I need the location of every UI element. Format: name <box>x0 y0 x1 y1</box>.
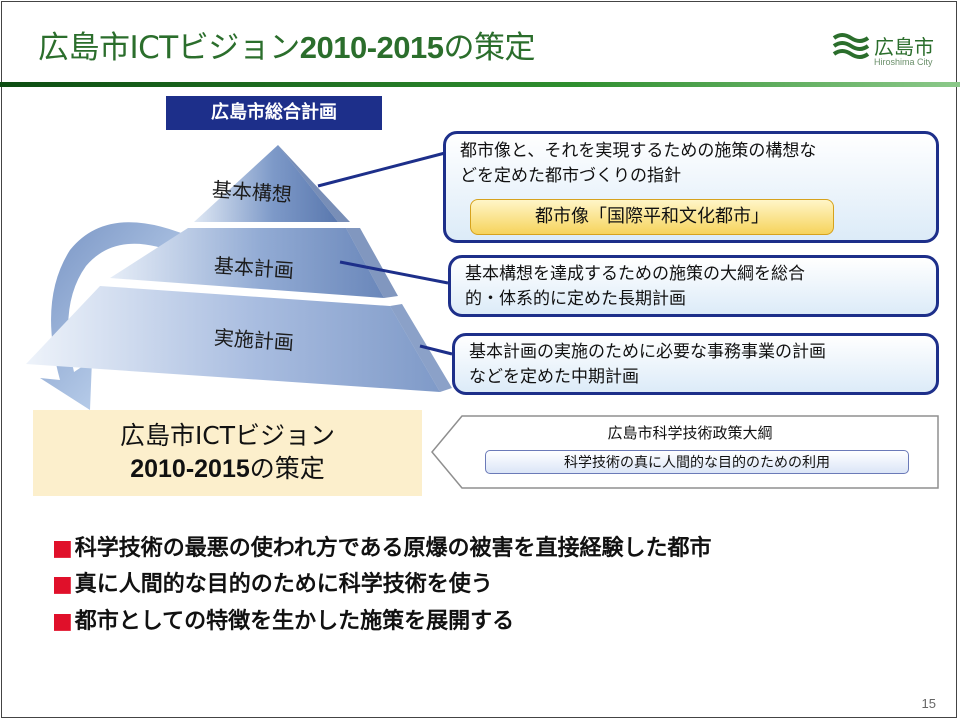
pyramid-tier-basic-concept <box>194 145 338 222</box>
bullet-text: 科学技術の最悪の使われ方である原爆の被害を直接経験した都市 <box>74 536 712 561</box>
callout-impl-line2: などを定めた中期計画 <box>469 367 639 387</box>
bullet-square-icon: ■ <box>52 572 73 597</box>
curved-arrow-icon <box>40 222 198 410</box>
callout-plan-line1: 基本構想を達成するための施策の大綱を総合 <box>465 264 805 284</box>
tier-label-concept: 基本構想 <box>211 177 293 207</box>
bullet-item: ■都市としての特徴を生かした施策を展開する <box>52 603 514 635</box>
callout-plan-line2: 的・体系的に定めた長期計画 <box>465 289 686 309</box>
science-policy-subtitle: 科学技術の真に人間的な目的のための利用 <box>485 450 909 474</box>
vision-line1: 広島市ICTビジョン <box>119 421 336 450</box>
title-years: 2010-2015 <box>299 30 444 65</box>
tier-label-implementation: 実施計画 <box>213 325 295 355</box>
ict-vision-box: 広島市ICTビジョン 2010-2015の策定 <box>33 410 422 496</box>
tier-label-plan: 基本計画 <box>213 253 295 283</box>
logo-subtitle: Hiroshima City <box>874 57 933 67</box>
bullet-item: ■真に人間的な目的のために科学技術を使う <box>52 566 493 598</box>
title-prefix: 広島市ICTビジョン <box>38 30 300 66</box>
city-image-highlight: 都市像「国際平和文化都市」 <box>470 199 834 235</box>
page-title: 広島市ICTビジョン2010-2015の策定 <box>38 22 535 67</box>
pointer-line-concept <box>317 151 446 188</box>
vision-line2: 2010-2015の策定 <box>33 452 422 486</box>
bullet-square-icon: ■ <box>52 609 73 634</box>
vision-years: 2010-2015 <box>130 455 250 483</box>
waves-icon <box>832 33 870 59</box>
callout-implementation-plan: 基本計画の実施のために必要な事務事業の計画 などを定めた中期計画 <box>452 333 939 395</box>
logo-name: 広島市 <box>874 35 934 59</box>
callout-concept-line1: 都市像と、それを実現するための施策の構想な <box>460 141 817 161</box>
page-number: 15 <box>921 696 936 711</box>
bullet-text: 真に人間的な目的のために科学技術を使う <box>74 572 493 597</box>
pointer-line-implementation <box>419 344 453 356</box>
callout-concept-line2: どを定めた都市づくりの指針 <box>460 166 681 186</box>
pyramid-tier-implementation-plan <box>26 286 440 392</box>
bullet-square-icon: ■ <box>52 536 73 561</box>
pyramid-tier-basic-plan <box>110 228 384 298</box>
pointer-line-plan <box>339 260 449 285</box>
vision-suffix: の策定 <box>249 454 325 483</box>
general-plan-header: 広島市総合計画 <box>166 96 382 130</box>
bullet-item: ■科学技術の最悪の使われ方である原爆の被害を直接経験した都市 <box>52 530 711 562</box>
callout-impl-line1: 基本計画の実施のために必要な事務事業の計画 <box>469 342 826 362</box>
science-policy-title: 広島市科学技術政策大綱 <box>607 424 773 442</box>
bullet-text: 都市としての特徴を生かした施策を展開する <box>74 609 515 634</box>
hiroshima-city-logo: 広島市 Hiroshima City <box>832 30 952 70</box>
title-suffix: の策定 <box>443 30 535 66</box>
title-rule <box>0 82 960 87</box>
callout-basic-plan: 基本構想を達成するための施策の大綱を総合 的・体系的に定めた長期計画 <box>448 255 939 317</box>
